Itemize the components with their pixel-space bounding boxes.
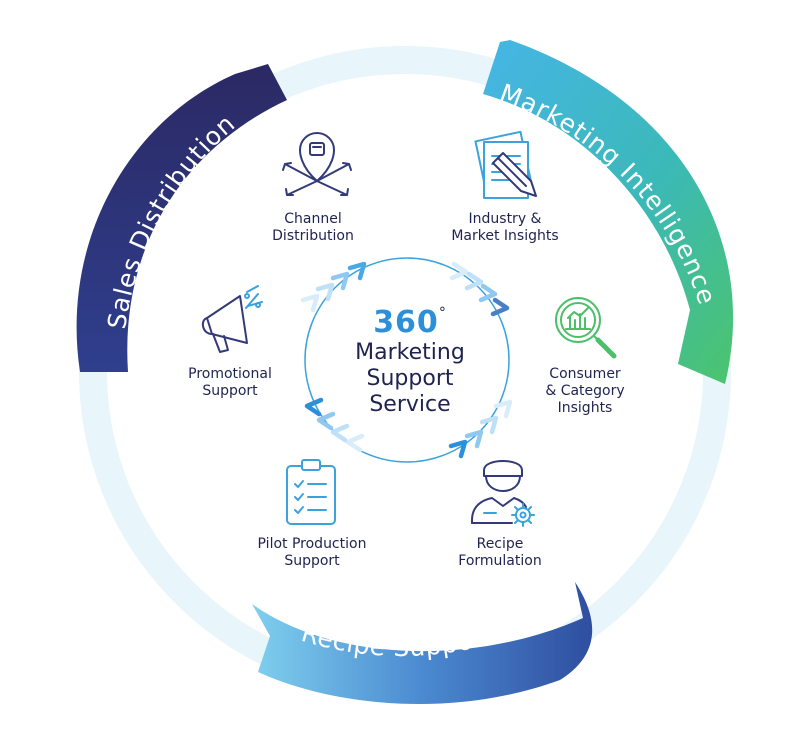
chevrons-bottom-left — [304, 397, 365, 453]
megaphone-percent-icon — [201, 285, 263, 353]
center-number: 360° — [300, 300, 520, 340]
center-title: 360° Marketing Support Service — [300, 300, 520, 418]
center-number-value: 360 — [373, 305, 439, 340]
chevrons-top-left — [300, 261, 367, 313]
recipe-formulation-line-2: Formulation — [458, 553, 542, 569]
pilot-production-support-label: Pilot Production Support — [232, 536, 392, 570]
magnifier-chart-icon — [555, 297, 617, 359]
center-line-2: Support — [366, 366, 454, 391]
channel-distribution-label: Channel Distribution — [238, 211, 388, 245]
promotional-support-label: Promotional Support — [165, 366, 295, 400]
chef-gear-icon — [471, 460, 535, 527]
promotional-support-line-2: Support — [202, 383, 258, 399]
inner-circle — [304, 257, 510, 463]
consumer-category-insights-line-3: Insights — [557, 400, 613, 416]
consumer-category-insights-label: Consumer & Category Insights — [520, 366, 650, 417]
recipe-support-ribbon — [252, 582, 593, 705]
chevrons-bottom-right — [448, 399, 513, 459]
industry-market-insights-line-2: Market Insights — [451, 228, 559, 244]
consumer-category-insights-line-1: Consumer — [549, 366, 621, 382]
center-line-1: Marketing — [355, 340, 465, 365]
sales-distribution-ribbon — [76, 64, 287, 372]
channel-distribution-line-2: Distribution — [272, 228, 354, 244]
center-line-3: Service — [369, 392, 451, 417]
document-pencil-icon — [474, 130, 537, 200]
recipe-formulation-label: Recipe Formulation — [440, 536, 560, 570]
chevrons-top-right — [449, 261, 510, 317]
location-pin-arrows-icon — [282, 132, 352, 196]
pilot-production-support-line-2: Support — [284, 553, 340, 569]
marketing-intelligence-ribbon — [483, 40, 734, 384]
clipboard-checklist-icon — [286, 459, 336, 525]
channel-distribution-line-1: Channel — [284, 211, 342, 227]
pilot-production-support-line-1: Pilot Production — [257, 536, 367, 552]
promotional-support-line-1: Promotional — [188, 366, 272, 382]
industry-market-insights-label: Industry & Market Insights — [420, 211, 590, 245]
center-degree: ° — [438, 305, 447, 321]
recipe-formulation-line-1: Recipe — [476, 536, 524, 552]
industry-market-insights-line-1: Industry & — [468, 211, 542, 227]
consumer-category-insights-line-2: & Category — [545, 383, 625, 399]
